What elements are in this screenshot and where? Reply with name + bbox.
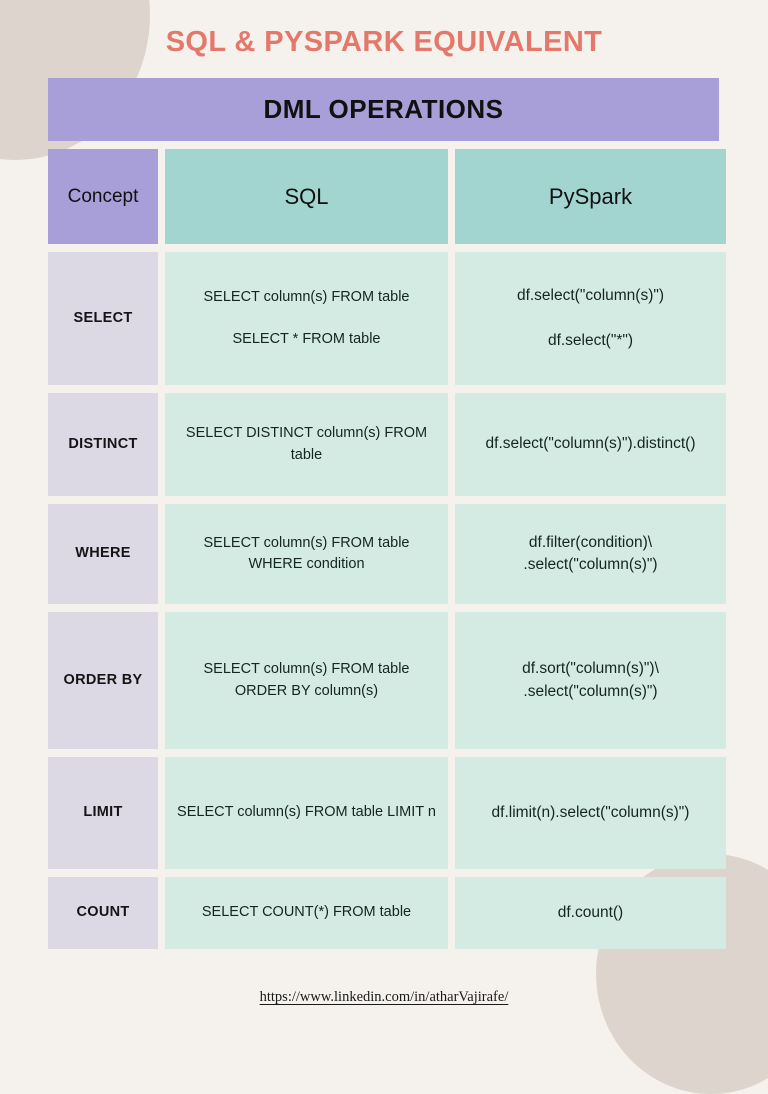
cell-concept: WHERE	[48, 504, 158, 604]
table-row: LIMIT SELECT column(s) FROM table LIMIT …	[48, 757, 726, 869]
cell-pyspark: df.count()	[455, 877, 726, 949]
cell-sql: SELECT COUNT(*) FROM table	[165, 877, 448, 949]
cell-sql: SELECT column(s) FROM table WHERE condit…	[165, 504, 448, 604]
table-row: SELECT SELECT column(s) FROM table SELEC…	[48, 252, 726, 385]
column-header-sql: SQL	[165, 149, 448, 244]
cell-pyspark: df.limit(n).select("column(s)")	[455, 757, 726, 869]
cell-concept: ORDER BY	[48, 612, 158, 749]
poster-page: SQL & PYSPARK EQUIVALENT DML OPERATIONS …	[48, 26, 726, 1005]
column-header-pyspark: PySpark	[455, 149, 726, 244]
cell-concept: LIMIT	[48, 757, 158, 869]
cell-pyspark: df.filter(condition)\ .select("column(s)…	[455, 504, 726, 604]
table-row: DISTINCT SELECT DISTINCT column(s) FROM …	[48, 393, 726, 496]
page-title: SQL & PYSPARK EQUIVALENT	[165, 26, 603, 58]
cell-sql: SELECT DISTINCT column(s) FROM table	[165, 393, 448, 496]
table-row: WHERE SELECT column(s) FROM table WHERE …	[48, 504, 726, 604]
cell-pyspark: df.select("column(s)") df.select("*")	[455, 252, 726, 385]
cell-pyspark: df.select("column(s)").distinct()	[455, 393, 726, 496]
cell-concept: DISTINCT	[48, 393, 158, 496]
cell-sql: SELECT column(s) FROM table SELECT * FRO…	[165, 252, 448, 385]
cell-concept: COUNT	[48, 877, 158, 949]
comparison-table: DML OPERATIONS Concept SQL PySpark SELEC…	[48, 78, 726, 949]
table-section-banner: DML OPERATIONS	[48, 78, 719, 141]
cell-sql: SELECT column(s) FROM table ORDER BY col…	[165, 612, 448, 749]
table-row: ORDER BY SELECT column(s) FROM table ORD…	[48, 612, 726, 749]
cell-pyspark: df.sort("column(s)")\ .select("column(s)…	[455, 612, 726, 749]
table-header-row: Concept SQL PySpark	[48, 149, 726, 244]
table-row: COUNT SELECT COUNT(*) FROM table df.coun…	[48, 877, 726, 949]
column-header-concept: Concept	[48, 149, 158, 244]
cell-sql: SELECT column(s) FROM table LIMIT n	[165, 757, 448, 869]
linkedin-profile-link[interactable]: https://www.linkedin.com/in/atharVajiraf…	[259, 989, 509, 1005]
cell-concept: SELECT	[48, 252, 158, 385]
